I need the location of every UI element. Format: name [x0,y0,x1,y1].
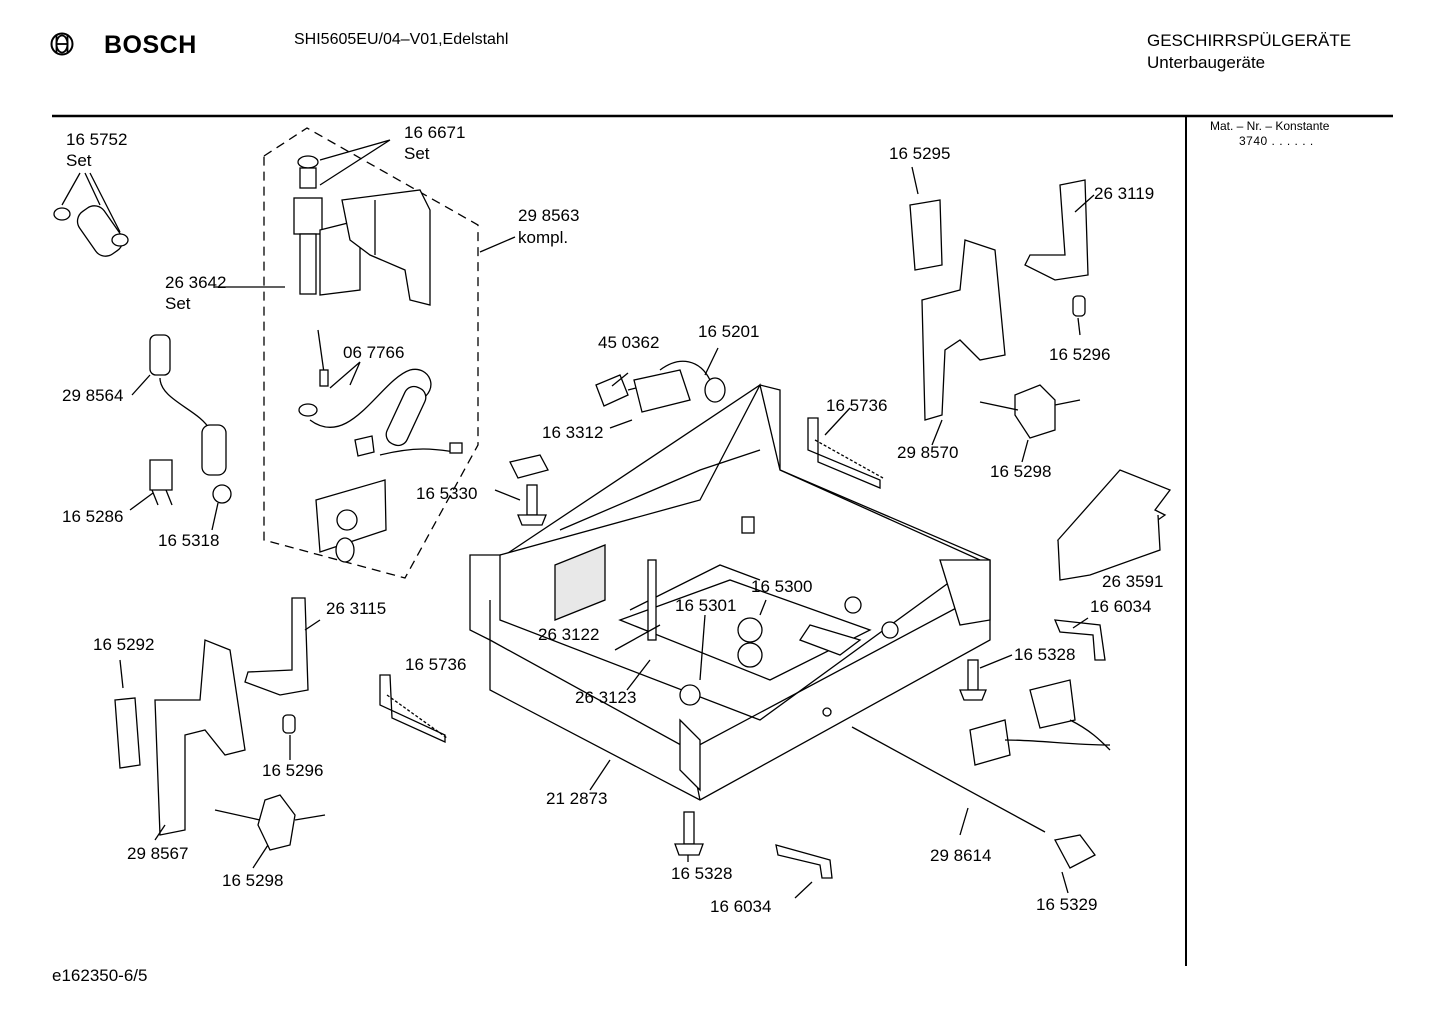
label-16-5286: 16 5286 [62,507,123,526]
material-number-value: 3740 . . . . . . [1239,134,1314,148]
label-26-3642: 26 3642 [165,273,226,292]
model-number: SHI5605EU/04–V01,Edelstahl [294,31,509,48]
label-16-5296-right: 16 5296 [1049,345,1110,364]
material-number-label: Mat. – Nr. – Konstante [1210,119,1330,133]
label-16-5736-right: 16 5736 [826,396,887,415]
interference-filter [595,360,726,413]
connectors-right [851,619,1111,869]
label-26-3591: 26 3591 [1102,572,1163,591]
label-set-1: Set [66,151,92,170]
label-26-3115: 26 3115 [326,599,386,618]
label-29-8570: 29 8570 [897,443,958,462]
leader-lines [61,139,1095,899]
label-16-5296-left: 16 5296 [262,761,323,780]
label-29-8614: 29 8614 [930,846,991,865]
label-16-5752: 16 5752 [66,130,127,149]
category-title: GESCHIRRSPÜLGERÄTE [1147,31,1352,50]
label-06-7766: 06 7766 [343,343,404,362]
label-16-5329: 16 5329 [1036,895,1097,914]
label-16-5292: 16 5292 [93,635,154,654]
hinge-bracket-right [909,179,1089,439]
drawing-code: e162350-6/5 [52,966,148,985]
label-16-5298-left: 16 5298 [222,871,283,890]
label-26-3122: 26 3122 [538,625,599,644]
hinge-bracket-left [114,597,448,851]
label-16-3312: 16 3312 [542,423,603,442]
door-spring-right [807,417,884,489]
label-26-3119: 26 3119 [1094,184,1154,203]
label-45-0362: 45 0362 [598,333,659,352]
feet-bottom [674,811,833,879]
label-set-2: Set [404,144,430,163]
label-kompl: kompl. [518,228,568,247]
label-16-5300: 16 5300 [751,577,812,596]
bosch-emblem-icon [50,32,74,56]
label-16-5318: 16 5318 [158,531,219,550]
label-16-6671: 16 6671 [404,123,465,142]
label-16-5298-right: 16 5298 [990,462,1051,481]
label-16-5330: 16 5330 [416,484,477,503]
label-16-5295: 16 5295 [889,144,950,163]
label-16-5328-right: 16 5328 [1014,645,1075,664]
appliance-category: GESCHIRRSPÜLGERÄTE Unterbaugeräte [1147,30,1351,74]
label-set-3: Set [165,294,191,313]
assembly-group-outline [263,127,479,579]
label-29-8567: 29 8567 [127,844,188,863]
hose-and-clamps [53,205,232,506]
label-29-8563: 29 8563 [518,206,579,225]
brand-name: BOSCH [104,31,197,59]
valve-plug [509,454,549,526]
label-26-3123: 26 3123 [575,688,636,707]
material-number-box: Mat. – Nr. – Konstante 3740 . . . . . . [1210,119,1329,149]
label-16-5328-bottom: 16 5328 [671,864,732,883]
part-number-labels: 16 5752 Set 16 6671 Set 29 8563 kompl. 2… [62,123,1163,916]
label-16-5736-left: 16 5736 [405,655,466,674]
label-16-5301: 16 5301 [675,596,736,615]
label-16-6034-bottom: 16 6034 [710,897,771,916]
label-16-5201: 16 5201 [698,322,759,341]
label-16-6034-right: 16 6034 [1090,597,1151,616]
label-29-8564: 29 8564 [62,386,123,405]
label-21-2873: 21 2873 [546,789,607,808]
aquastop-assembly [293,155,463,563]
control-panel-cover [1056,469,1172,581]
base-tub [469,383,991,801]
category-subtitle: Unterbaugeräte [1147,53,1266,72]
